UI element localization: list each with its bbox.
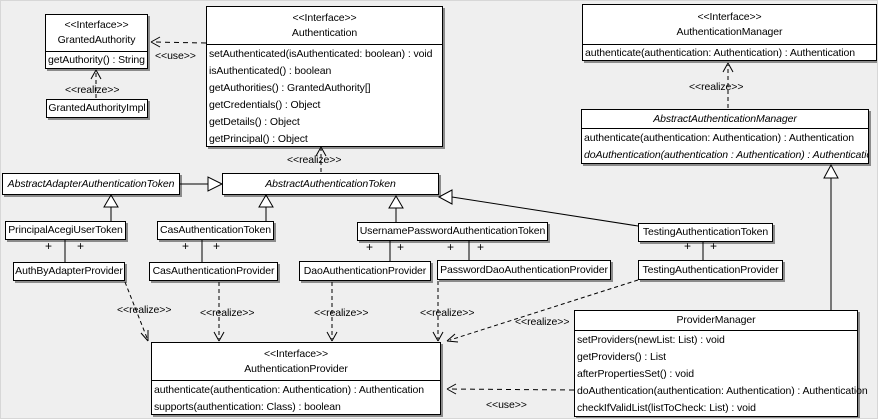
edge-label-realize: <<realize>> — [515, 316, 570, 328]
method: getCredentials() : Object — [209, 99, 321, 111]
class-password-dao-authentication-provider: PasswordDaoAuthenticationProvider — [437, 260, 611, 280]
method: isAuthenticated() : boolean — [209, 65, 332, 77]
stereotype-label: <<Interface>> — [292, 11, 357, 24]
method: setAuthenticated(isAuthenticated: boolea… — [209, 48, 433, 60]
edge-gen-adapter-token — [180, 176, 224, 192]
assoc-end-plus: + — [477, 240, 485, 254]
method: supports(authentication: Class) : boolea… — [154, 400, 341, 413]
class-name: Authentication — [291, 26, 358, 39]
class-name: ProviderManager — [676, 314, 756, 326]
assoc-end-plus: + — [397, 240, 405, 254]
class-cas-authentication-token: CasAuthenticationToken — [157, 221, 274, 240]
edge-gen-testing-token — [437, 189, 639, 227]
method: doAuthentication(authentication: Authent… — [577, 385, 868, 397]
class-username-password-authentication-token: UsernamePasswordAuthenticationToken — [357, 222, 548, 241]
class-granted-authority: <<Interface>> GrantedAuthority getAuthor… — [45, 14, 148, 69]
edge-label-realize: <<realize>> — [420, 307, 475, 319]
stereotype-label: <<Interface>> — [64, 19, 129, 31]
class-name: TestingAuthenticationToken — [642, 226, 769, 238]
method: setProviders(newList: List) : void — [577, 334, 725, 346]
edge-label-realize: <<realize>> — [117, 304, 172, 316]
method: authenticate(authentication: Authenticat… — [585, 47, 856, 59]
edge-gen-providermanager — [823, 163, 839, 310]
method: getProviders() : List — [577, 351, 666, 363]
class-cas-authentication-provider: CasAuthenticationProvider — [149, 262, 278, 281]
class-name: CasAuthenticationProvider — [152, 265, 275, 277]
assoc-end-plus: + — [684, 239, 692, 253]
class-name: UsernamePasswordAuthenticationToken — [359, 225, 546, 237]
class-name: AbstractAuthenticationToken — [265, 177, 396, 190]
assoc-end-plus: + — [213, 239, 221, 253]
method: getAuthority() : String — [48, 54, 145, 66]
arrowhead-open — [150, 36, 161, 48]
class-testing-authentication-token: TestingAuthenticationToken — [638, 223, 773, 242]
arrowhead-open — [90, 69, 102, 80]
stereotype-label: <<Interface>> — [263, 347, 329, 360]
edge-label-realize: <<realize>> — [200, 307, 255, 319]
arrowhead-open — [140, 330, 149, 342]
edge-gen-cas-token — [258, 194, 274, 221]
method: getPrincipal() : Object — [209, 133, 308, 145]
class-auth-by-adapter-provider: AuthByAdapterProvider — [13, 262, 125, 281]
method: checkIfValidList(listToCheck: List) : vo… — [577, 402, 756, 414]
method: doAuthentication(authentication : Authen… — [584, 149, 869, 161]
class-name: CasAuthenticationToken — [159, 224, 272, 236]
class-name: PasswordDaoAuthenticationProvider — [440, 263, 608, 276]
arrowhead-open — [315, 146, 327, 157]
method: afterPropertiesSet() : void — [577, 368, 694, 380]
edge-label-realize: <<realize>> — [287, 154, 342, 166]
class-principal-acegi-user-token: PrincipalAcegiUserToken — [5, 221, 126, 240]
edge-label-use: <<use>> — [486, 399, 527, 411]
class-name: PrincipalAcegiUserToken — [8, 224, 123, 236]
class-authentication-provider: <<Interface>> AuthenticationProvider aut… — [151, 342, 441, 415]
edge-use-authentication-grantedauthority — [152, 41, 207, 44]
edge-use-providermanager — [448, 388, 575, 391]
assoc-end-plus: + — [45, 239, 53, 253]
edge-realize-testingauthenticationprovider — [449, 279, 639, 341]
class-name: AbstractAuthenticationManager — [653, 112, 797, 125]
class-name: AuthenticationProvider — [244, 362, 348, 375]
edge-gen-usernamepassword-token — [388, 195, 404, 222]
class-name: GrantedAuthorityImpl — [48, 102, 146, 114]
stereotype-label: <<Interface>> — [697, 10, 762, 23]
class-name: TestingAuthenticationProvider — [642, 263, 779, 276]
class-granted-authority-impl: GrantedAuthorityImpl — [46, 99, 148, 118]
class-abstract-adapter-authentication-token: AbstractAdapterAuthenticationToken — [2, 173, 180, 195]
assoc-end-plus: + — [447, 240, 455, 254]
arrowhead-open — [213, 331, 225, 342]
class-dao-authentication-provider: DaoAuthenticationProvider — [299, 261, 431, 281]
class-name: DaoAuthenticationProvider — [303, 264, 427, 277]
class-name: AuthByAdapterProvider — [15, 265, 123, 277]
class-name: AbstractAdapterAuthenticationToken — [7, 177, 175, 190]
class-testing-authentication-provider: TestingAuthenticationProvider — [638, 260, 783, 280]
class-abstract-authentication-token: AbstractAuthenticationToken — [222, 173, 439, 195]
edge-label-realize: <<realize>> — [689, 81, 744, 93]
edge-label-realize: <<realize>> — [314, 307, 369, 319]
method: getAuthorities() : GrantedAuthority[] — [209, 82, 371, 94]
class-authentication: <<Interface>> Authentication setAuthenti… — [206, 6, 443, 147]
assoc-end-plus: + — [366, 240, 374, 254]
method: authenticate(authentication: Authenticat… — [154, 384, 425, 396]
assoc-end-plus: + — [182, 239, 190, 253]
method: authenticate(authentication: Authenticat… — [584, 132, 855, 144]
arrowhead-open — [326, 331, 338, 342]
assoc-end-plus: + — [710, 239, 718, 253]
class-abstract-authentication-manager: AbstractAuthenticationManager authentica… — [581, 109, 869, 164]
arrowhead-open — [722, 62, 734, 73]
edge-gen-principal-token — [103, 194, 119, 221]
class-authentication-manager: <<Interface>> AuthenticationManager auth… — [582, 4, 877, 61]
method: getDetails() : Object — [209, 116, 300, 128]
assoc-end-plus: + — [77, 239, 85, 253]
arrowhead-open — [432, 331, 444, 342]
arrowhead-open — [446, 333, 459, 343]
edge-label-realize: <<realize>> — [65, 84, 120, 96]
edge-label-use: <<use>> — [155, 50, 196, 62]
class-name: GrantedAuthority — [57, 34, 136, 46]
class-name: AuthenticationManager — [676, 25, 783, 38]
arrowhead-open — [446, 383, 457, 395]
class-provider-manager: ProviderManager setProviders(newList: Li… — [574, 310, 868, 417]
edge-realize-authbyadapterprovider — [124, 281, 148, 339]
